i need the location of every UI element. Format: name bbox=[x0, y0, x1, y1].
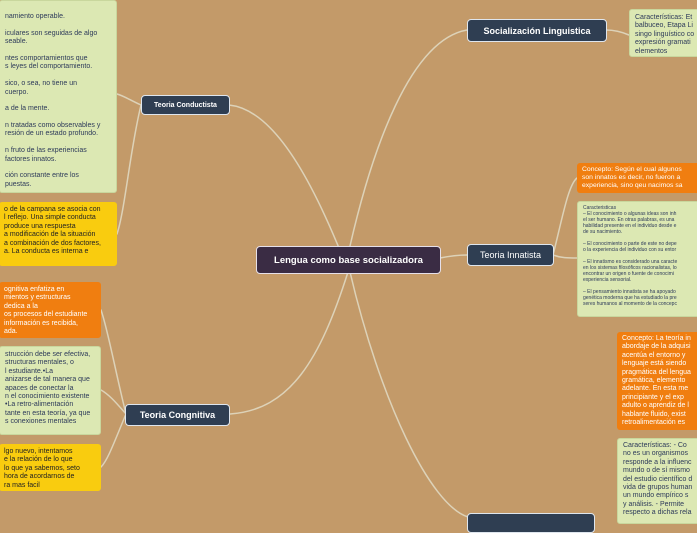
note-conductista-characteristics: namiento operable. iculares son seguidas… bbox=[0, 0, 117, 193]
central-topic[interactable]: Lengua como base socializadora bbox=[256, 246, 441, 274]
link-linguistica bbox=[349, 29, 468, 247]
link-innatista-orange bbox=[552, 177, 578, 256]
topic-label: Teoria Innatista bbox=[479, 250, 542, 260]
connector-lines bbox=[100, 29, 630, 518]
link-cognitiva bbox=[229, 271, 349, 415]
topic-label: Socialización Linguistica bbox=[483, 25, 591, 36]
note-innatista-characteristics: Caracteristicas – El conocimiento o algu… bbox=[577, 201, 697, 317]
central-topic-label: Lengua como base socializadora bbox=[274, 254, 423, 266]
topic-teoria-conductista[interactable]: Teoria Conductista bbox=[141, 95, 230, 115]
topic-teoria-innatista[interactable]: Teoria Innatista bbox=[467, 244, 554, 266]
link-conductista-green bbox=[116, 93, 142, 106]
note-conductista-concept: o de la campana se asocia con l reflejo.… bbox=[0, 202, 117, 266]
link-bottom bbox=[349, 271, 469, 518]
link-conductista-yellow bbox=[116, 104, 142, 235]
topic-socializacion-linguistica[interactable]: Socialización Linguistica bbox=[467, 19, 607, 42]
link-cognitiva-yellow bbox=[100, 413, 127, 468]
topic-label: Teoria Congnitiva bbox=[139, 410, 216, 420]
link-conductista bbox=[228, 104, 349, 271]
note-innatista-concept: Concepto: Según el cual algunos son inna… bbox=[577, 163, 697, 193]
note-cognitiva-example: lgo nuevo, intentamos e la relación de l… bbox=[0, 444, 101, 491]
note-linguistica-characteristics: Características: Et balbuceo, Etapa Li s… bbox=[629, 9, 697, 57]
note-right-concept: Concepto: La teoría in abordaje de la ad… bbox=[617, 332, 697, 430]
note-cognitiva-concept: ognitiva enfatiza en mientos y estructur… bbox=[0, 282, 101, 338]
link-cognitiva-green bbox=[100, 389, 127, 415]
note-right-characteristics: Características: - Co no es un organismo… bbox=[617, 438, 697, 524]
link-linguistica-green bbox=[605, 29, 630, 36]
link-innatista-green bbox=[552, 254, 578, 259]
topic-teoria-cognitiva[interactable]: Teoria Congnitiva bbox=[125, 404, 230, 426]
topic-label: Teoria Conductista bbox=[154, 101, 217, 109]
link-cognitiva-orange bbox=[100, 309, 127, 415]
link-innatista bbox=[439, 254, 468, 259]
note-cognitiva-characteristics: strucción debe ser efectiva, structuras … bbox=[0, 346, 101, 435]
topic-bottom-partial[interactable] bbox=[467, 513, 595, 533]
